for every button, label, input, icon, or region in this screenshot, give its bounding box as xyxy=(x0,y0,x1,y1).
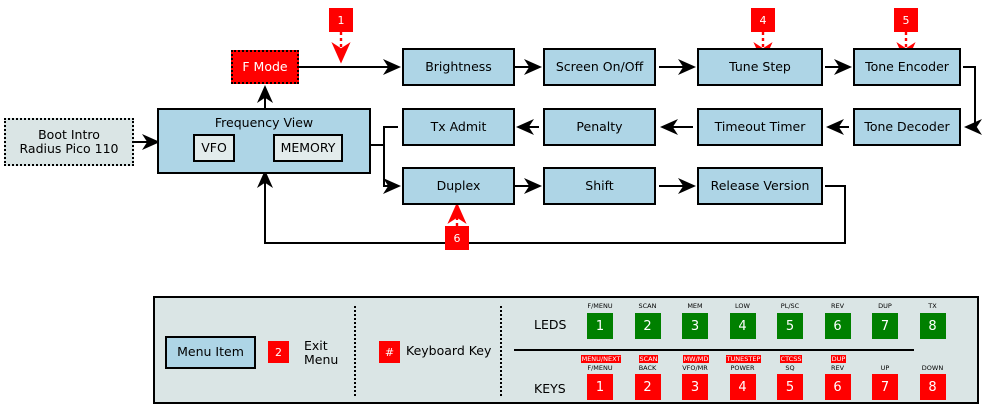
key-cap-label-6: REV xyxy=(830,364,845,372)
key-cap-label-8: DOWN xyxy=(921,364,944,372)
node-screen-on-off[interactable]: Screen On/Off xyxy=(543,48,656,86)
leds-row-label: LEDS xyxy=(534,317,567,332)
led-indicator-5[interactable]: 5 xyxy=(777,313,803,339)
led-indicator-4[interactable]: 4 xyxy=(729,313,756,339)
node-f-mode[interactable]: F Mode xyxy=(231,50,299,84)
led-cap-label-8: TX xyxy=(928,302,937,310)
led-indicator-6[interactable]: 6 xyxy=(824,313,851,339)
legend-exit-marker[interactable]: 2 xyxy=(268,341,289,363)
led-indicator-2[interactable]: 2 xyxy=(634,313,661,339)
keyboard-key-2[interactable]: 2 xyxy=(634,374,661,400)
key-alt-label-3: MW/MD xyxy=(682,355,710,363)
legend-menu-item-box[interactable]: Menu Item xyxy=(165,336,256,369)
key-cap-label-7: UP xyxy=(880,364,890,372)
led-cap-label-7: DUP xyxy=(878,302,892,310)
node-timeout-timer[interactable]: Timeout Timer xyxy=(697,108,823,146)
led-cap-label-4: LOW xyxy=(735,302,750,310)
node-tone-encoder[interactable]: Tone Encoder xyxy=(853,48,961,86)
node-vfo[interactable]: VFO xyxy=(193,134,235,162)
legend-divider-2 xyxy=(500,306,502,396)
key-cap-label-4: POWER xyxy=(730,364,755,372)
node-boot-intro[interactable]: Boot Intro Radius Pico 110 xyxy=(4,118,134,166)
keyboard-key-6[interactable]: 6 xyxy=(824,374,851,400)
node-memory[interactable]: MEMORY xyxy=(273,134,343,162)
led-indicator-3[interactable]: 3 xyxy=(682,313,708,339)
node-tone-decoder[interactable]: Tone Decoder xyxy=(853,108,961,146)
key-alt-label-1: MENU/NEXT xyxy=(580,355,622,363)
keyboard-key-1[interactable]: 1 xyxy=(587,374,613,400)
node-shift[interactable]: Shift xyxy=(543,167,656,205)
legend-keyboard-key-marker[interactable]: # xyxy=(379,341,400,363)
keyboard-key-5[interactable]: 5 xyxy=(777,374,803,400)
keys-row-label: KEYS xyxy=(534,381,566,396)
key-alt-label-4: TUNESTEP xyxy=(725,355,762,363)
key-cap-label-2: BACK xyxy=(638,364,657,372)
node-brightness[interactable]: Brightness xyxy=(402,48,515,86)
keyboard-key-3[interactable]: 3 xyxy=(682,374,708,400)
legend-divider-1 xyxy=(354,306,356,396)
led-cap-label-6: REV xyxy=(830,302,845,310)
keyboard-key-8[interactable]: 8 xyxy=(919,374,946,400)
led-cap-label-5: PL/SC xyxy=(780,302,800,310)
key-alt-label-5: CTCSS xyxy=(779,355,803,363)
key-cap-label-3: VFO/MR xyxy=(682,364,708,372)
led-cap-label-1: F/MENU xyxy=(587,302,613,310)
keyboard-key-4[interactable]: 4 xyxy=(729,374,756,400)
node-frequency-view[interactable]: Frequency View xyxy=(157,108,371,174)
led-indicator-8[interactable]: 8 xyxy=(919,313,946,339)
legend-keyboard-key-text: Keyboard Key xyxy=(406,343,492,358)
led-indicator-1[interactable]: 1 xyxy=(587,313,613,339)
keyboard-key-7[interactable]: 7 xyxy=(872,374,898,400)
key-cap-label-1: F/MENU xyxy=(587,364,613,372)
led-indicator-7[interactable]: 7 xyxy=(872,313,898,339)
legend-horizontal-divider xyxy=(514,349,914,351)
marker-badge-5[interactable]: 5 xyxy=(894,8,918,32)
led-cap-label-2: SCAN xyxy=(638,302,657,310)
node-release-version[interactable]: Release Version xyxy=(697,167,823,205)
marker-badge-1[interactable]: 1 xyxy=(329,8,353,32)
node-tx-admit[interactable]: Tx Admit xyxy=(402,108,515,146)
key-cap-label-5: SQ xyxy=(785,364,795,372)
key-alt-label-6: DUP xyxy=(830,355,847,363)
frequency-view-title: Frequency View xyxy=(214,115,314,130)
key-alt-label-2: SCAN xyxy=(638,355,659,363)
node-penalty[interactable]: Penalty xyxy=(543,108,656,146)
marker-badge-6[interactable]: 6 xyxy=(445,226,469,250)
marker-badge-4[interactable]: 4 xyxy=(751,8,775,32)
legend-exit-menu-text: Exit Menu xyxy=(304,338,339,367)
node-duplex[interactable]: Duplex xyxy=(402,167,515,205)
led-cap-label-3: MEM xyxy=(687,302,703,310)
node-tune-step[interactable]: Tune Step xyxy=(697,48,823,86)
